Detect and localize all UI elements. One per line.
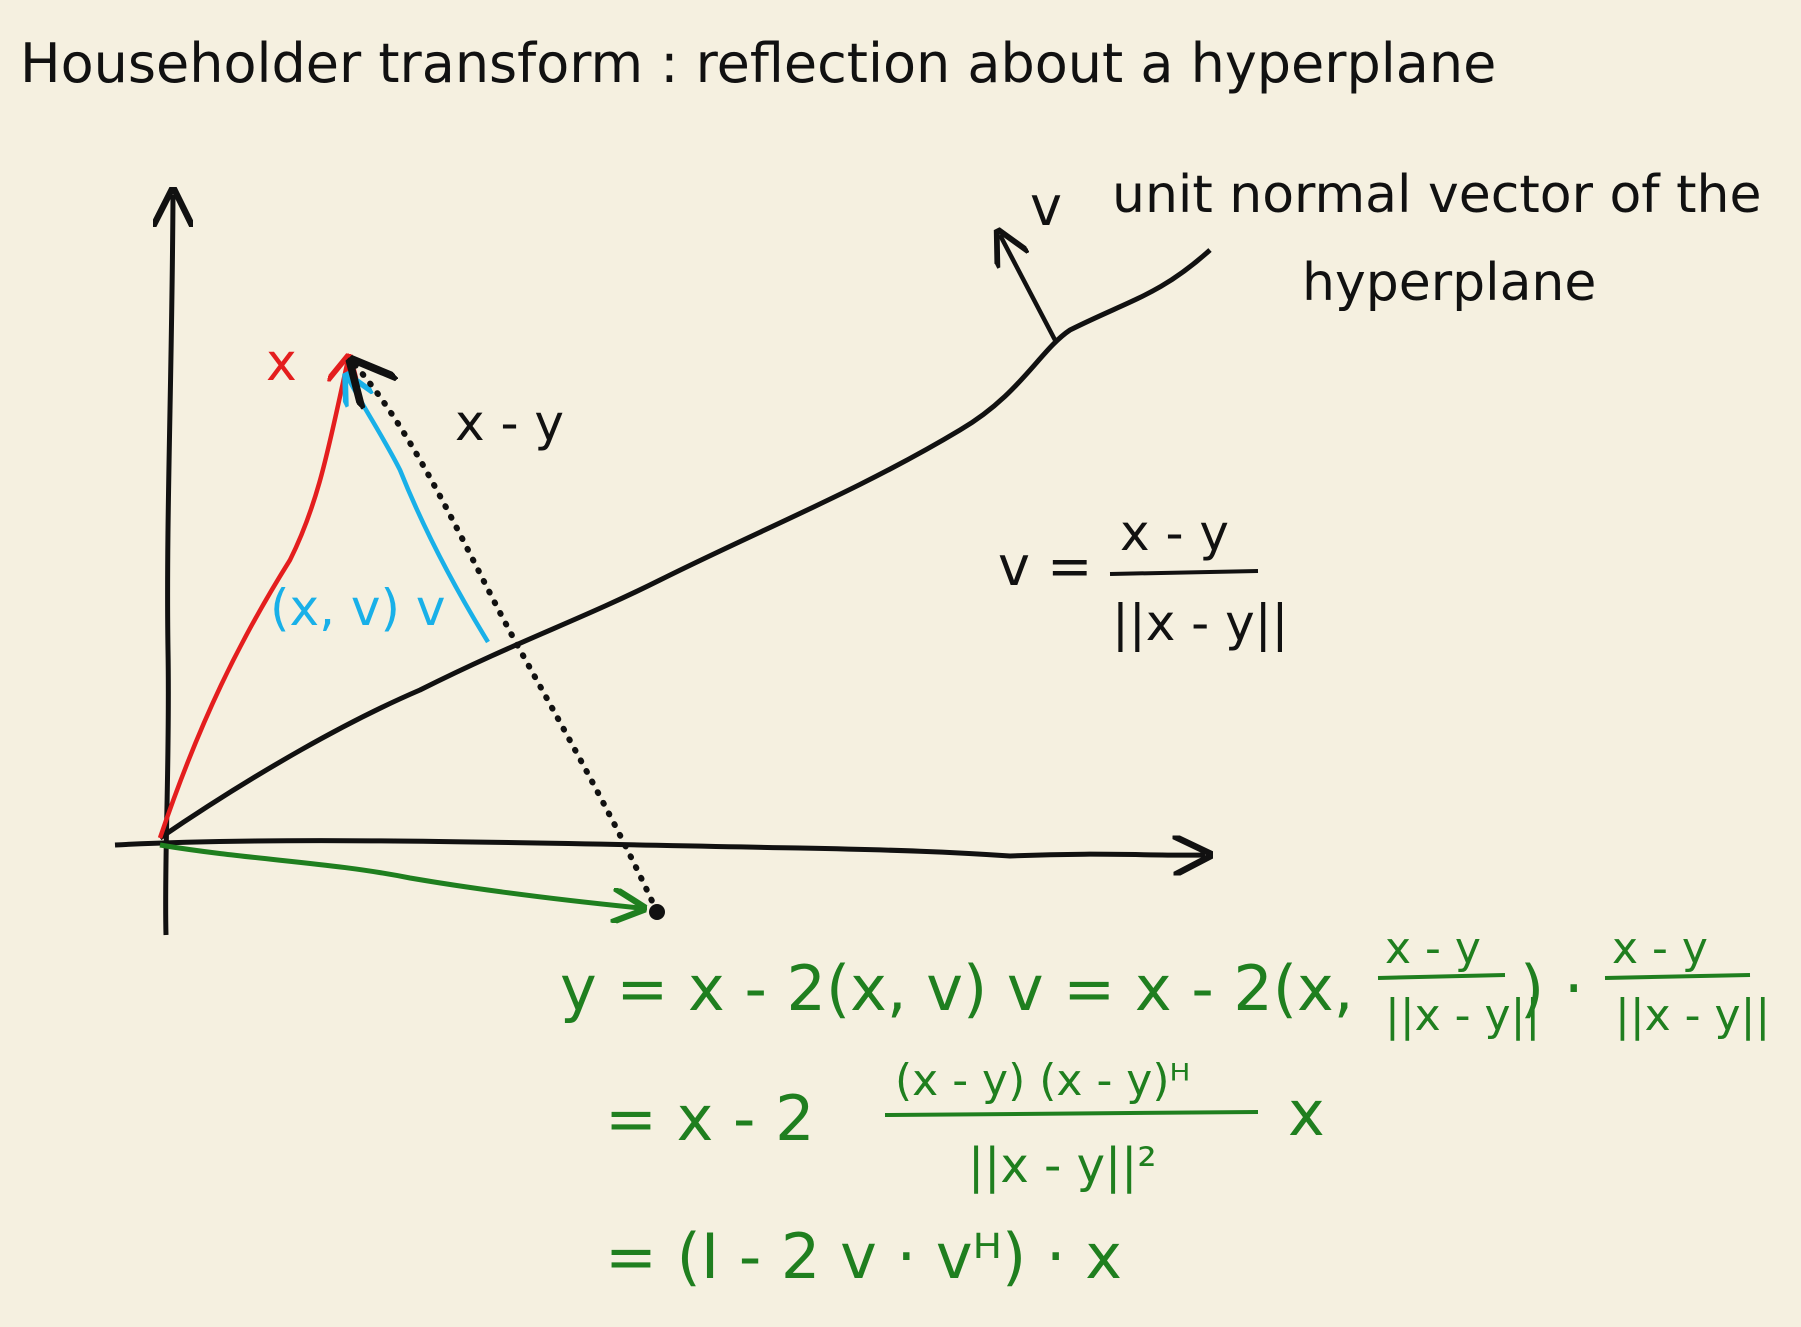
equation-line2-rhs: x xyxy=(1288,1077,1325,1150)
equation-line1-main: y = x - 2(x, v) v = x - 2(x, xyxy=(560,952,1353,1025)
equation-line2-lhs: = x - 2 xyxy=(605,1082,815,1155)
equation-line2-numerator: (x - y) (x - y)ᴴ xyxy=(895,1055,1190,1106)
equation-line1-frac2-bar xyxy=(1604,973,1751,980)
x-label: x xyxy=(266,333,297,393)
projection-vector-arrow xyxy=(348,378,490,644)
y-vector-arrow xyxy=(159,842,640,908)
projection-label: (x, v) v xyxy=(270,579,445,637)
x-axis xyxy=(114,841,1205,856)
equation-line2-denominator: ||x - y||² xyxy=(968,1138,1157,1194)
equation-line3: = (I - 2 v · vᴴ) · x xyxy=(605,1220,1122,1293)
hyperplane-line xyxy=(158,248,1212,841)
v-definition-denominator: ||x - y|| xyxy=(1112,594,1288,652)
equation-line2-fraction-bar xyxy=(884,1110,1259,1117)
v-definition-numerator: x - y xyxy=(1120,504,1229,562)
v-definition-lhs: v = xyxy=(998,535,1092,598)
normal-vector-arrow xyxy=(1000,235,1057,342)
x-minus-y-dotted-line xyxy=(355,365,660,915)
equation-line1-mid: ) · xyxy=(1520,952,1584,1025)
normal-description-line1: unit normal vector of the xyxy=(1112,165,1761,225)
reflected-point xyxy=(649,904,665,920)
v-definition-fraction-bar xyxy=(1109,569,1259,576)
equation-line1-frac2-num: x - y xyxy=(1612,923,1708,974)
equation-line1-frac1-den: ||x - y|| xyxy=(1385,990,1540,1041)
page-title: Householder transform : reflection about… xyxy=(20,32,1496,95)
equation-line1-frac1-bar xyxy=(1377,973,1506,980)
equation-line1-frac1-num: x - y xyxy=(1385,923,1481,974)
x-minus-y-label: x - y xyxy=(455,394,564,452)
x-vector-arrow xyxy=(157,360,348,839)
normal-description-line2: hyperplane xyxy=(1302,253,1596,313)
equation-line1-frac2-den: ||x - y|| xyxy=(1615,990,1770,1041)
normal-vector-label: v xyxy=(1030,175,1062,238)
